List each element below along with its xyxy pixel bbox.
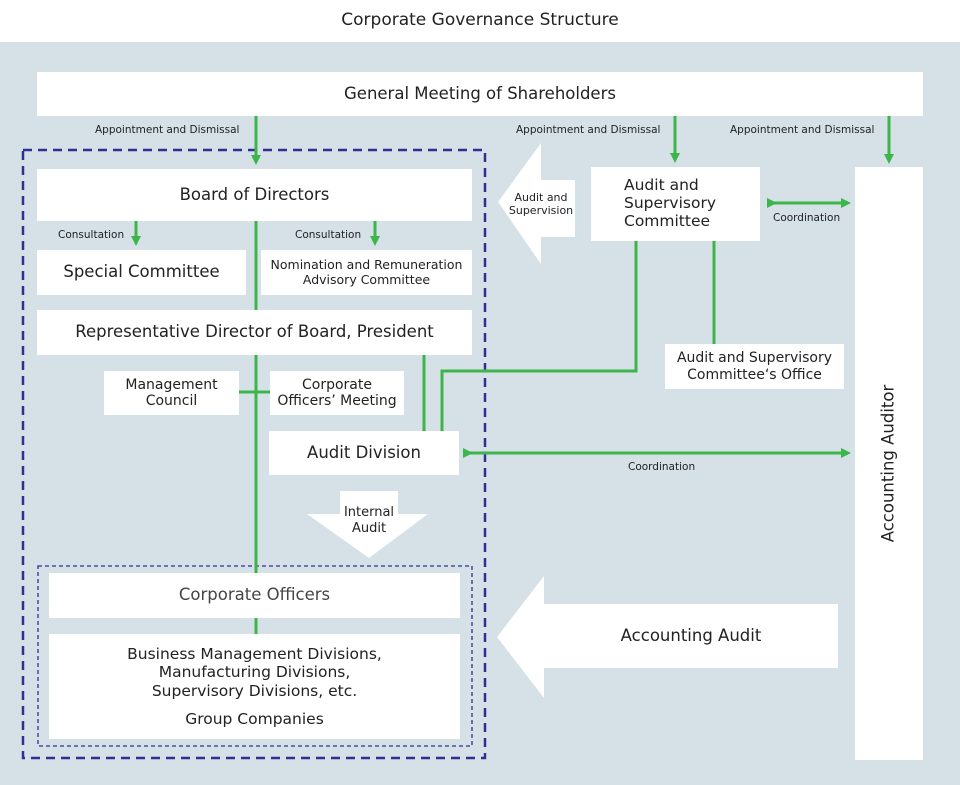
coord-top-label: Coordination bbox=[773, 212, 841, 224]
audit-division-box: Audit Division bbox=[269, 431, 459, 475]
internal-audit-arrow bbox=[307, 491, 428, 558]
audit-committee-line2: Supervisory bbox=[624, 194, 716, 213]
group-companies-label: Group Companies bbox=[185, 709, 324, 728]
accounting-audit-label: Accounting Audit bbox=[620, 626, 762, 646]
audit-committee-box: Audit and Supervisory Committee bbox=[591, 167, 760, 241]
nomination-committee-box: Nomination and Remuneration Advisory Com… bbox=[261, 250, 472, 295]
shareholders-box: General Meeting of Shareholders bbox=[37, 72, 923, 116]
consult-left-label: Consultation bbox=[58, 229, 125, 241]
officers-meeting-box: Corporate Officers’ Meeting bbox=[270, 371, 404, 415]
committee-audit-line bbox=[440, 241, 638, 431]
internal-audit-line1: Internal bbox=[343, 505, 395, 521]
divisions-line1: Business Management Divisions, bbox=[127, 644, 382, 663]
audit-supervision-line2: Supervision bbox=[508, 204, 574, 217]
committee-office-line2: Committee‘s Office bbox=[687, 366, 822, 383]
nomination-line2: Advisory Committee bbox=[302, 271, 431, 287]
divisions-box: Business Management Divisions, Manufactu… bbox=[49, 634, 460, 739]
audit-supervision-line1: Audit and bbox=[514, 190, 568, 204]
internal-audit-label: Internal Audit bbox=[336, 500, 402, 542]
appoint-left-label: Appointment and Dismissal bbox=[95, 124, 240, 136]
diagram-title: Corporate Governance Structure bbox=[341, 10, 619, 30]
representative-director-box: Representative Director of Board, Presid… bbox=[37, 310, 472, 355]
divisions-line3: Supervisory Divisions, etc. bbox=[151, 681, 358, 700]
internal-audit-line2: Audit bbox=[351, 521, 387, 536]
audit-supervision-label: Audit and Supervision bbox=[505, 187, 577, 221]
accounting-audit-arrow bbox=[497, 576, 838, 698]
corporate-officers-box: Corporate Officers bbox=[49, 573, 460, 618]
special-committee-box: Special Committee bbox=[37, 250, 246, 295]
divisions-line2: Manufacturing Divisions, bbox=[158, 663, 351, 682]
nomination-line1: Nomination and Remuneration bbox=[270, 257, 463, 273]
committee-office-box: Audit and Supervisory Committee‘s Office bbox=[665, 344, 844, 389]
management-council-box: Management Council bbox=[104, 371, 239, 415]
committee-office-line1: Audit and Supervisory bbox=[676, 350, 833, 367]
management-council-line1: Management bbox=[125, 376, 218, 393]
management-council-line2: Council bbox=[145, 393, 198, 409]
officers-meeting-line1: Corporate bbox=[302, 376, 372, 393]
accounting-auditor-box: Accounting Auditor bbox=[855, 167, 923, 760]
officers-meeting-line2: Officers’ Meeting bbox=[277, 393, 397, 409]
appoint-right-label: Appointment and Dismissal bbox=[730, 124, 875, 136]
accounting-auditor-label: Accounting Auditor bbox=[878, 384, 898, 543]
coord-mid-label: Coordination bbox=[628, 461, 696, 473]
audit-supervision-arrow bbox=[498, 143, 575, 264]
audit-committee-line1: Audit and bbox=[624, 176, 699, 195]
board-of-directors-box: Board of Directors bbox=[37, 169, 472, 221]
consult-right-label: Consultation bbox=[295, 229, 362, 241]
audit-committee-line3: Committee bbox=[624, 211, 711, 230]
appoint-mid-label: Appointment and Dismissal bbox=[516, 124, 661, 136]
